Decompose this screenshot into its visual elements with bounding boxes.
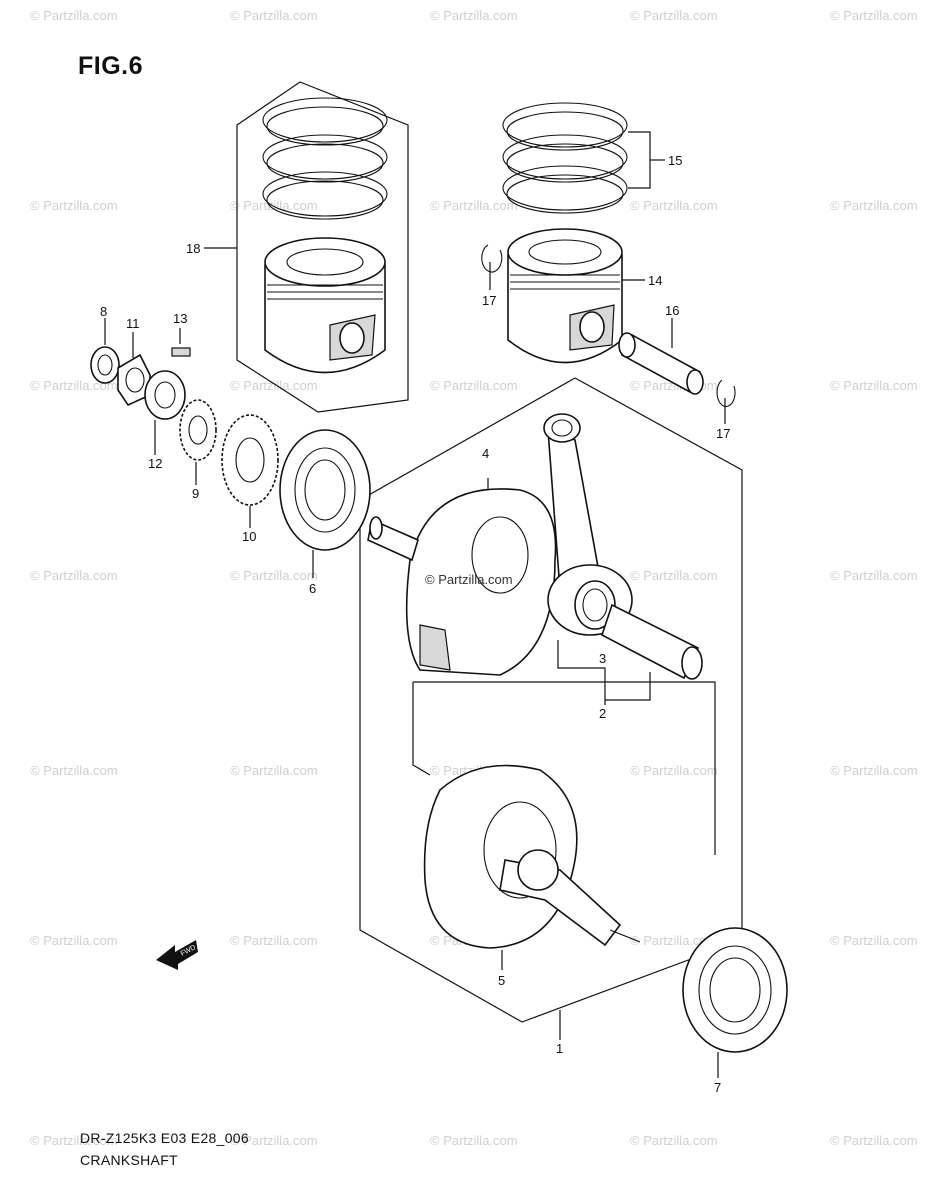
callout-6: 6 bbox=[309, 581, 316, 596]
watermark-tile: © Partzilla.com bbox=[830, 568, 918, 583]
watermark-tile: © Partzilla.com bbox=[230, 763, 318, 778]
watermark-tile: © Partzilla.com bbox=[230, 378, 318, 393]
watermark-layer: © Partzilla.com © Partzilla.com © Partzill… bbox=[30, 8, 918, 1148]
callout-labels: 1 2 3 4 5 6 7 8 9 10 11 12 13 14 15 16 1… bbox=[100, 153, 730, 1095]
callout-17-right: 17 bbox=[716, 426, 730, 441]
watermark-tile: © Partzilla.com bbox=[430, 378, 518, 393]
watermark-tile: © Partzilla.com bbox=[830, 198, 918, 213]
main-bearing-left bbox=[279, 429, 371, 551]
watermark-tile: © Partzilla.com bbox=[830, 1133, 918, 1148]
callout-11: 11 bbox=[126, 316, 140, 331]
watermark-tile: © Partzilla.com bbox=[630, 8, 718, 23]
left-shaft bbox=[367, 516, 419, 562]
callout-10: 10 bbox=[242, 529, 256, 544]
watermark-tile: © Partzilla.com bbox=[630, 933, 718, 948]
leader-2-bracket bbox=[605, 672, 651, 701]
callout-13: 13 bbox=[173, 311, 187, 326]
watermark-tile: © Partzilla.com bbox=[630, 763, 718, 778]
piston-left bbox=[264, 237, 386, 374]
ring-bracket bbox=[628, 131, 651, 189]
circlip-top bbox=[481, 244, 503, 273]
piston-right bbox=[507, 228, 623, 364]
callout-16: 16 bbox=[665, 303, 679, 318]
watermark-tile: © Partzilla.com bbox=[30, 378, 118, 393]
watermark-tile: © Partzilla.com bbox=[30, 1133, 118, 1148]
crank-pin bbox=[601, 603, 703, 680]
forward-arrow-icon: FWD bbox=[156, 940, 198, 970]
crank-web-right bbox=[423, 764, 641, 949]
watermark-tile: © Partzilla.com bbox=[30, 198, 118, 213]
callout-14: 14 bbox=[648, 273, 662, 288]
callout-3: 3 bbox=[599, 651, 606, 666]
assembly-guide-left bbox=[412, 682, 431, 776]
callout-15: 15 bbox=[668, 153, 682, 168]
callout-18: 18 bbox=[186, 241, 200, 256]
watermark-tile: © Partzilla.com bbox=[30, 933, 118, 948]
crank-web-left bbox=[405, 488, 557, 676]
watermark-tile: © Partzilla.com bbox=[230, 1133, 318, 1148]
model-code: DR-Z125K3 E03 E28_006 bbox=[80, 1130, 249, 1146]
watermark-tile: © Partzilla.com bbox=[230, 568, 318, 583]
callout-17-top: 17 bbox=[482, 293, 496, 308]
piston-ring-set-right bbox=[502, 102, 628, 214]
callout-8: 8 bbox=[100, 304, 107, 319]
watermark-tile: © Partzilla.com bbox=[230, 8, 318, 23]
watermark-tile: © Partzilla.com bbox=[830, 763, 918, 778]
watermark-tile: © Partzilla.com bbox=[830, 8, 918, 23]
watermark-tile: © Partzilla.com bbox=[30, 568, 118, 583]
gear-large bbox=[221, 414, 279, 506]
section-name: CRANKSHAFT bbox=[80, 1152, 178, 1168]
gear-small bbox=[179, 399, 217, 461]
callout-7: 7 bbox=[714, 1080, 721, 1095]
big-end-bearing bbox=[574, 580, 616, 630]
watermark-tile: © Partzilla.com bbox=[630, 198, 718, 213]
watermark-tile: © Partzilla.com bbox=[630, 1133, 718, 1148]
watermark-tile: © Partzilla.com bbox=[230, 198, 318, 213]
main-bearing-right bbox=[682, 927, 788, 1053]
callout-12: 12 bbox=[148, 456, 162, 471]
callout-9: 9 bbox=[192, 486, 199, 501]
watermark-tile: © Partzilla.com bbox=[30, 8, 118, 23]
callout-4: 4 bbox=[482, 446, 489, 461]
callout-2: 2 bbox=[599, 706, 606, 721]
callout-5: 5 bbox=[498, 973, 505, 988]
piston-ring-set-left bbox=[262, 97, 388, 220]
leader-3 bbox=[557, 640, 606, 705]
figure-title: FIG.6 bbox=[78, 52, 144, 80]
watermark-tile: © Partzilla.com bbox=[230, 933, 318, 948]
circlip-right bbox=[716, 379, 736, 408]
watermark-tile: © Partzilla.com bbox=[630, 568, 718, 583]
watermark-center: © Partzilla.com bbox=[425, 572, 513, 587]
watermark-tile: © Partzilla.com bbox=[830, 933, 918, 948]
oil-seal bbox=[90, 346, 120, 384]
watermark-tile: © Partzilla.com bbox=[430, 8, 518, 23]
piston-pin bbox=[618, 332, 704, 395]
callout-1: 1 bbox=[556, 1041, 563, 1056]
piston-assembly-group-frame bbox=[236, 81, 409, 413]
watermark-tile: © Partzilla.com bbox=[830, 378, 918, 393]
watermark-tile: © Partzilla.com bbox=[430, 198, 518, 213]
washer bbox=[144, 370, 186, 420]
key bbox=[171, 347, 191, 357]
watermark-tile: © Partzilla.com bbox=[430, 1133, 518, 1148]
watermark-tile: © Partzilla.com bbox=[30, 763, 118, 778]
assembly-guide-right bbox=[413, 681, 716, 855]
